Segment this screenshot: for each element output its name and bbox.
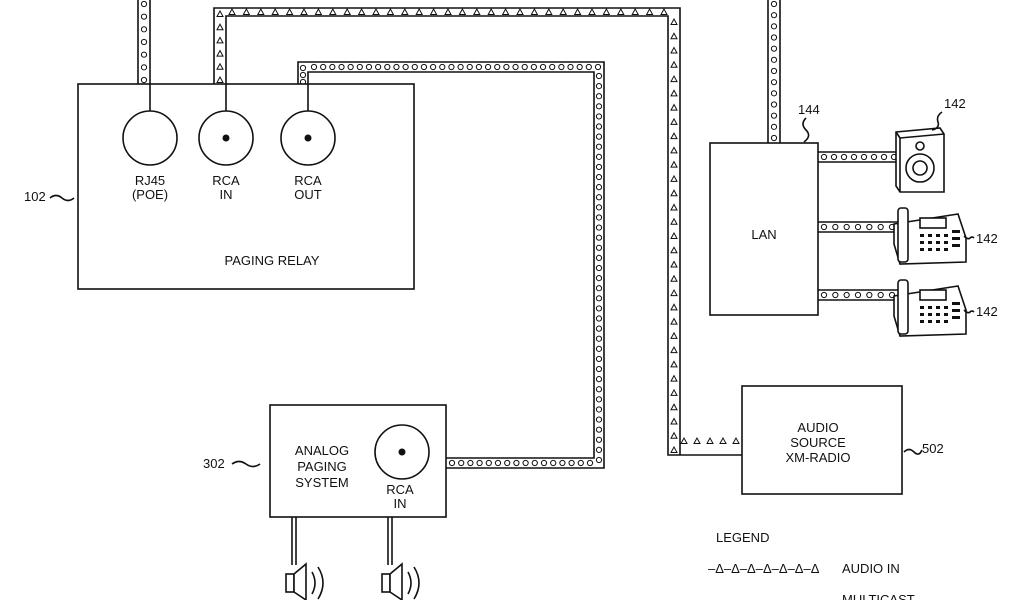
analog-rca-in-port: RCA IN: [374, 424, 430, 511]
svg-text:PAGING: PAGING: [297, 459, 347, 474]
phone-1-ref: 142: [963, 231, 998, 246]
svg-text:IN: IN: [220, 187, 233, 202]
paging-relay-title: PAGING RELAY: [225, 253, 320, 268]
svg-text:IN: IN: [394, 496, 407, 511]
rj45-port: RJ45 (POE): [122, 84, 178, 202]
horn-speaker-1: [285, 517, 324, 600]
analog-paging-ref: 302: [203, 456, 261, 471]
svg-text:144: 144: [798, 102, 820, 117]
lan-device-links: [818, 151, 900, 301]
horn-speaker-icon: [381, 562, 420, 600]
paging-relay-ref: 102: [24, 189, 75, 204]
svg-text:RCA: RCA: [212, 173, 240, 188]
lan-uplink-connection: [767, 0, 781, 143]
lan-title: LAN: [751, 227, 776, 242]
speaker-ref: 142: [931, 96, 966, 131]
analog-paging-box: ANALOG PAGING SYSTEM RCA IN 302: [203, 404, 447, 518]
svg-text:RCA: RCA: [386, 482, 414, 497]
audio-in-connection: [213, 7, 742, 456]
svg-text:SOURCE: SOURCE: [790, 435, 846, 450]
svg-text:SYSTEM: SYSTEM: [295, 475, 348, 490]
speaker-device: 142: [895, 96, 966, 193]
phone-device-2: 142: [893, 279, 998, 337]
rca-in-port: RCA IN: [198, 84, 254, 202]
svg-text:142: 142: [976, 304, 998, 319]
lan-box: LAN 144: [709, 102, 820, 316]
paging-relay-box: PAGING RELAY RJ45 (POE) RCA IN RCA OUT 1…: [24, 83, 415, 290]
legend-audio-in-sample: –Δ–Δ–Δ–Δ–Δ–Δ–Δ: [708, 561, 820, 576]
rca-out-port: RCA OUT: [280, 84, 336, 202]
svg-text:502: 502: [922, 441, 944, 456]
audio-source-box: AUDIO SOURCE XM-RADIO 502: [741, 385, 944, 495]
svg-text:AUDIO: AUDIO: [797, 420, 838, 435]
phone-icon: [893, 207, 967, 265]
phone-2-ref: 142: [963, 304, 998, 319]
horn-speaker-2: [381, 517, 420, 600]
lan-ref: 144: [798, 102, 820, 143]
phone-device-1: 142: [893, 207, 998, 265]
svg-text:ANALOG: ANALOG: [295, 443, 349, 458]
legend: LEGEND –Δ–Δ–Δ–Δ–Δ–Δ–Δ AUDIO IN MULTICAST: [708, 530, 915, 600]
audio-out-connection: [297, 61, 605, 469]
svg-text:142: 142: [944, 96, 966, 111]
legend-title: LEGEND: [716, 530, 769, 545]
svg-text:OUT: OUT: [294, 187, 322, 202]
legend-audio-in-label: AUDIO IN: [842, 561, 900, 576]
rj45-network-connection: [137, 0, 151, 112]
speaker-icon: [895, 127, 945, 193]
audio-source-ref: 502: [903, 441, 944, 456]
svg-text:142: 142: [976, 231, 998, 246]
svg-text:302: 302: [203, 456, 225, 471]
svg-text:102: 102: [24, 189, 46, 204]
svg-text:RCA: RCA: [294, 173, 322, 188]
legend-multicast-label: MULTICAST: [842, 592, 915, 600]
svg-text:RJ45: RJ45: [135, 173, 165, 188]
horn-speaker-icon: [285, 562, 324, 600]
svg-text:(POE): (POE): [132, 187, 168, 202]
svg-text:XM-RADIO: XM-RADIO: [786, 450, 851, 465]
phone-icon: [893, 279, 967, 337]
